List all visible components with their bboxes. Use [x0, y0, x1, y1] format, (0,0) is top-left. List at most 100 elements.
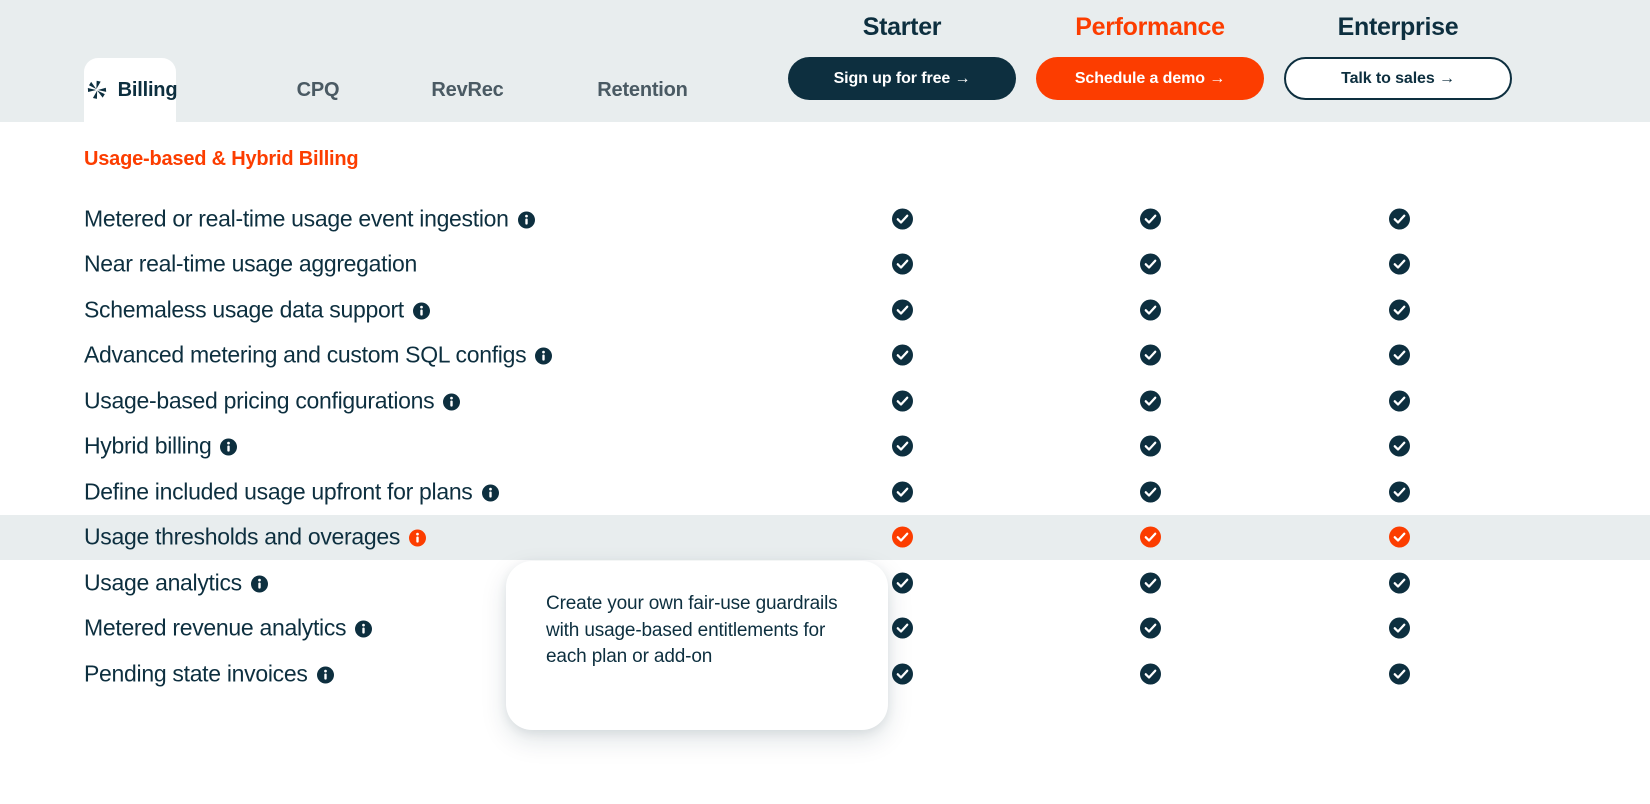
- feature-label-cell: Pending state invoices: [84, 660, 334, 687]
- info-icon[interactable]: [535, 347, 553, 365]
- check-icon: [891, 526, 913, 548]
- feature-label: Hybrid billing: [84, 432, 212, 459]
- schedule-a-demo-button[interactable]: Schedule a demo →: [1036, 57, 1264, 100]
- check-icon: [1388, 253, 1410, 275]
- check-icon: [891, 344, 913, 366]
- availability-cell: [882, 526, 922, 548]
- check-icon: [1388, 572, 1410, 594]
- availability-cell: [882, 390, 922, 412]
- check-icon: [1139, 253, 1161, 275]
- check-icon: [1388, 208, 1410, 230]
- feature-label-cell: Advanced metering and custom SQL configs: [84, 341, 553, 369]
- availability-cell: [1379, 572, 1419, 594]
- tooltip-text: Create your own fair-use guardrails with…: [546, 593, 838, 667]
- info-icon[interactable]: [443, 393, 461, 411]
- availability-cell: [1379, 663, 1419, 685]
- feature-label-cell: Near real-time usage aggregation: [84, 251, 417, 278]
- availability-cell: [1130, 299, 1170, 321]
- availability-cell: [882, 253, 922, 275]
- plan-column-starter: Starter Sign up for free →: [752, 8, 1052, 100]
- availability-cell: [1379, 435, 1419, 457]
- plan-column-headers: Starter Sign up for free → Performance S…: [0, 0, 1650, 122]
- table-row[interactable]: Metered or real-time usage event ingesti…: [0, 196, 1650, 242]
- feature-label-cell: Metered or real-time usage event ingesti…: [84, 205, 535, 232]
- table-row[interactable]: Usage thresholds and overages: [0, 514, 1650, 560]
- check-icon: [1139, 435, 1161, 457]
- tab-revrec[interactable]: RevRec: [405, 58, 530, 122]
- info-icon[interactable]: [409, 529, 427, 547]
- feature-label: Usage thresholds and overages: [84, 523, 401, 550]
- table-row[interactable]: Metered revenue analytics: [0, 606, 1650, 652]
- maxio-pinwheel-logo-icon: [87, 80, 106, 99]
- feature-label: Advanced metering and custom SQL configs: [84, 341, 527, 368]
- table-row[interactable]: Define included usage upfront for plans: [0, 469, 1650, 515]
- availability-cell: [1130, 526, 1170, 548]
- availability-cell: [1130, 617, 1170, 639]
- info-icon[interactable]: [250, 575, 268, 593]
- availability-cell: [882, 344, 922, 366]
- tab-revrec-label: RevRec: [431, 78, 504, 101]
- info-icon[interactable]: [220, 438, 238, 456]
- feature-label: Pending state invoices: [84, 660, 308, 687]
- check-icon: [1388, 617, 1410, 639]
- check-icon: [1388, 299, 1410, 321]
- feature-label-cell: Schemaless usage data support: [84, 296, 430, 323]
- check-icon: [1139, 344, 1161, 366]
- table-row[interactable]: Usage analytics: [0, 560, 1650, 606]
- availability-cell: [1379, 299, 1419, 321]
- info-icon[interactable]: [355, 620, 373, 638]
- check-icon: [1139, 390, 1161, 412]
- availability-cell: [882, 663, 922, 685]
- availability-cell: [1379, 526, 1419, 548]
- tab-retention[interactable]: Retention: [570, 58, 715, 122]
- availability-cell: [1379, 390, 1419, 412]
- table-row[interactable]: Pending state invoices: [0, 651, 1650, 697]
- info-icon[interactable]: [412, 302, 430, 320]
- plan-name-starter: Starter: [862, 13, 942, 41]
- table-row[interactable]: Near real-time usage aggregation: [0, 242, 1650, 288]
- table-row[interactable]: Schemaless usage data support: [0, 287, 1650, 333]
- plan-column-enterprise: Enterprise Talk to sales →: [1248, 8, 1548, 100]
- check-icon: [891, 572, 913, 594]
- table-row[interactable]: Usage-based pricing configurations: [0, 378, 1650, 424]
- tab-cpq[interactable]: CPQ: [268, 58, 368, 122]
- availability-cell: [1130, 344, 1170, 366]
- check-icon: [1139, 663, 1161, 685]
- availability-cell: [1130, 435, 1170, 457]
- info-icon[interactable]: [316, 666, 334, 684]
- info-icon[interactable]: [517, 211, 535, 229]
- check-icon: [1388, 344, 1410, 366]
- tab-cpq-label: CPQ: [296, 78, 340, 101]
- availability-cell: [1379, 208, 1419, 230]
- feature-tooltip: Create your own fair-use guardrails with…: [506, 561, 888, 730]
- info-icon[interactable]: [481, 484, 499, 502]
- tab-retention-label: Retention: [597, 78, 688, 101]
- table-row[interactable]: Hybrid billing: [0, 424, 1650, 470]
- check-icon: [1139, 208, 1161, 230]
- check-icon: [1388, 435, 1410, 457]
- availability-cell: [882, 435, 922, 457]
- check-icon: [1139, 572, 1161, 594]
- availability-cell: [1379, 253, 1419, 275]
- feature-label-cell: Metered revenue analytics: [84, 615, 373, 642]
- feature-label: Metered or real-time usage event ingesti…: [84, 205, 509, 232]
- feature-label-cell: Usage analytics: [84, 569, 268, 596]
- feature-label-cell: Define included usage upfront for plans: [84, 478, 499, 505]
- plan-name-enterprise: Enterprise: [1337, 13, 1459, 41]
- availability-cell: [1130, 481, 1170, 503]
- tab-billing-label: Billing: [117, 78, 178, 101]
- check-icon: [1139, 481, 1161, 503]
- tab-billing[interactable]: Billing: [84, 58, 178, 122]
- plan-name-performance: Performance: [1075, 13, 1225, 41]
- check-icon: [891, 435, 913, 457]
- talk-to-sales-button[interactable]: Talk to sales →: [1284, 57, 1512, 100]
- feature-label: Define included usage upfront for plans: [84, 478, 473, 505]
- table-row[interactable]: Advanced metering and custom SQL configs: [0, 333, 1650, 379]
- availability-cell: [1379, 344, 1419, 366]
- check-icon: [891, 299, 913, 321]
- signup-for-free-button[interactable]: Sign up for free →: [788, 57, 1016, 100]
- plan-column-performance: Performance Schedule a demo →: [1000, 8, 1300, 100]
- check-icon: [891, 208, 913, 230]
- availability-cell: [1379, 481, 1419, 503]
- feature-label-cell: Usage-based pricing configurations: [84, 387, 461, 414]
